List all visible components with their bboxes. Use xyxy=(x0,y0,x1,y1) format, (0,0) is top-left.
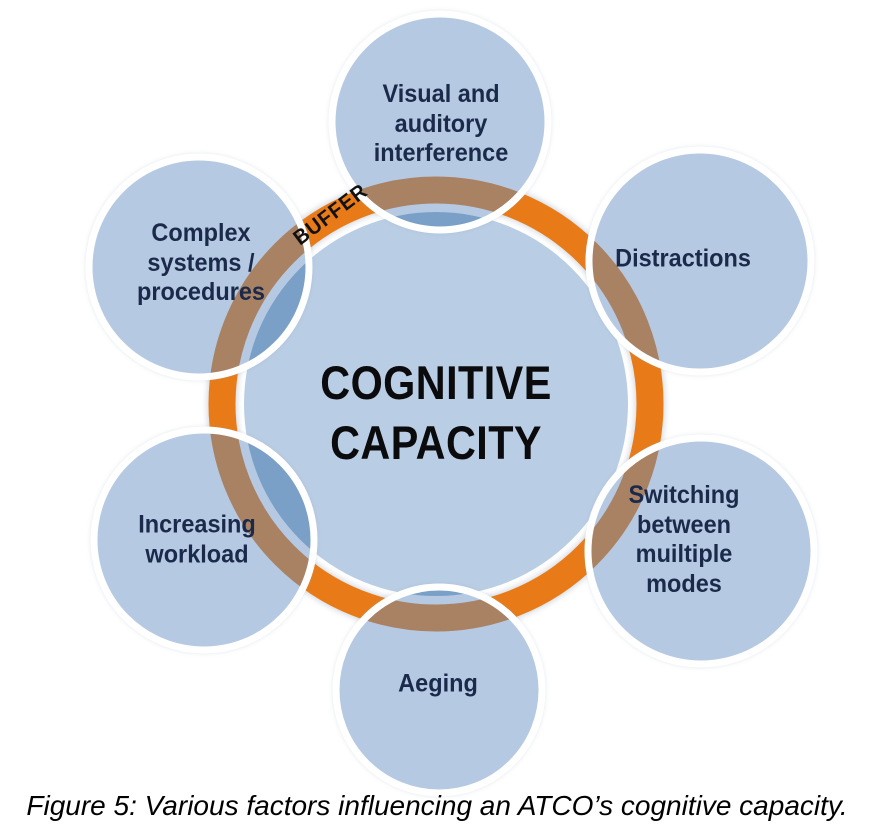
factor-fill xyxy=(94,430,314,650)
factor-label-distractions: Distractions xyxy=(615,244,751,273)
factor-label-increasing-workload: Increasing workload xyxy=(138,510,256,569)
factor-fill xyxy=(336,587,542,793)
factor-circle-visual-auditory-interference xyxy=(328,10,552,234)
figure-caption: Figure 5: Various factors influencing an… xyxy=(26,790,848,821)
factor-rim xyxy=(332,583,546,797)
factor-rim xyxy=(90,426,318,654)
ring-overlap xyxy=(332,176,548,230)
factor-circle-aeging xyxy=(332,583,546,797)
factor-circle-distractions xyxy=(585,146,815,376)
cognitive-capacity-circle xyxy=(244,212,628,596)
factor-fill xyxy=(332,14,548,230)
factor-label-switching-between-muiltiple-modes: Switching between muiltiple modes xyxy=(628,481,740,598)
factor-circle-switching-between-muiltiple-modes xyxy=(584,434,818,668)
cognitive-capacity-label: COGNITIVE CAPACITY xyxy=(320,355,552,469)
factor-circle-increasing-workload xyxy=(90,426,318,654)
factor-fill xyxy=(89,157,309,377)
factor-rim xyxy=(585,146,815,376)
factor-circle-complex-systems-procedures xyxy=(85,153,313,381)
factor-label-visual-auditory-interference: Visual and auditory interference xyxy=(373,79,509,167)
factor-rim xyxy=(584,434,818,668)
factor-label-aeging: Aeging xyxy=(398,669,478,698)
factor-rim xyxy=(328,10,552,234)
ring-overlap xyxy=(336,587,542,632)
factor-rim xyxy=(85,153,313,381)
factor-label-complex-systems-procedures: Complex systems / procedures xyxy=(136,218,266,306)
